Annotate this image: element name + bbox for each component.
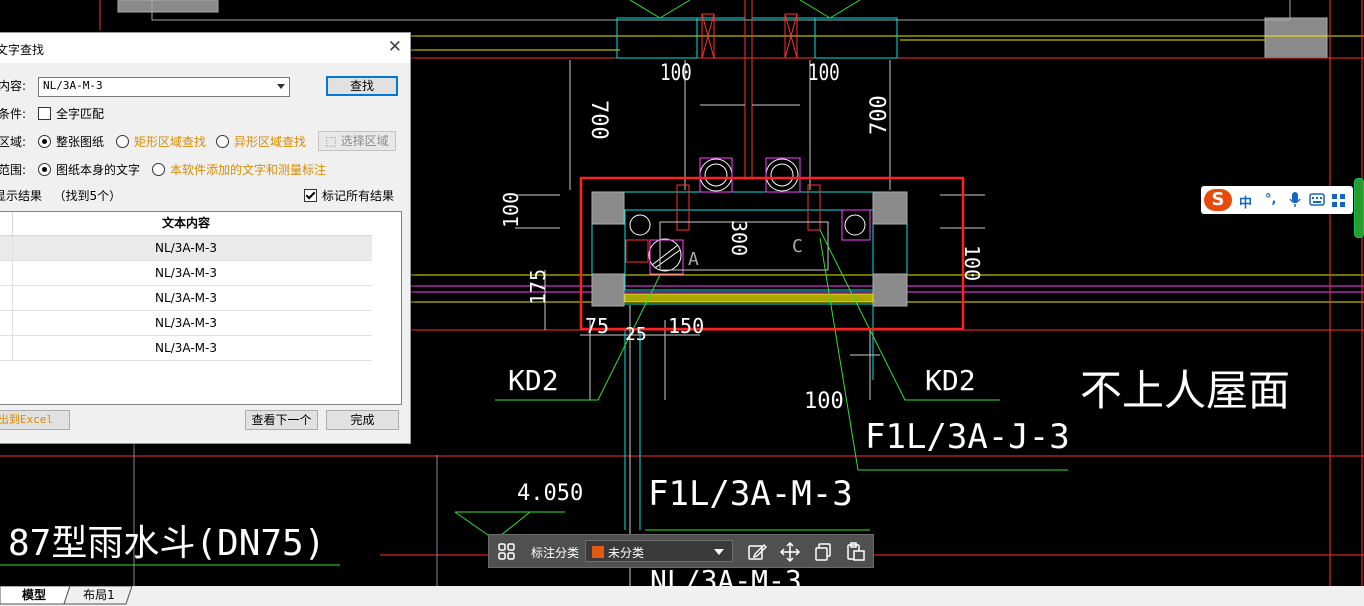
drain-label: 87型雨水斗(DN75): [8, 523, 325, 564]
tab-layout1[interactable]: 布局1: [83, 588, 115, 602]
results-label-text: 显示结果: [0, 189, 43, 203]
select-area-label: 选择区域: [340, 134, 389, 148]
results-table[interactable]: 文本内容 NL/3A-M-3 NL/3A-M-3 NL/3A-M-3 NL/3A…: [0, 211, 402, 405]
table-row[interactable]: NL/3A-M-3: [0, 236, 372, 261]
dialog-title: 文字查找: [0, 43, 45, 57]
edit-icon[interactable]: [747, 542, 767, 562]
paste-icon[interactable]: [846, 542, 866, 562]
text-find-dialog: 文字查找 ✕ 内容: NL/3A-M-3 查找 条件: 全字匹配 区域: 整张图…: [0, 32, 411, 444]
select-area-button[interactable]: ⬚ 选择区域: [318, 131, 396, 151]
dim-text: 100: [499, 192, 523, 228]
radio-icon[interactable]: [116, 135, 129, 148]
table-row[interactable]: NL/3A-M-3: [0, 261, 372, 286]
annotation-toolbar: 标注分类 未分类: [488, 534, 874, 568]
table-row[interactable]: NL/3A-M-3: [0, 336, 372, 361]
copy-icon[interactable]: [813, 542, 833, 562]
tab-model[interactable]: 模型: [21, 588, 46, 602]
dim-text: 100: [960, 245, 984, 281]
checkbox-icon[interactable]: [38, 107, 51, 120]
table-row[interactable]: NL/3A-M-3: [0, 286, 372, 311]
tag-label: KD2: [508, 364, 559, 397]
scope-label: 范围:: [0, 163, 27, 177]
dim-text: 100: [808, 60, 840, 85]
mark-all-checkbox[interactable]: 标记所有结果: [304, 186, 394, 206]
drawing-text: 100 100 700 700 100 300 100 175 75 25 15…: [8, 60, 1290, 597]
radio-icon[interactable]: [216, 135, 229, 148]
chevron-down-icon[interactable]: [714, 549, 724, 555]
close-icon[interactable]: ✕: [387, 37, 402, 57]
dim-text: 175: [526, 269, 550, 305]
area-whole-label: 整张图纸: [56, 135, 105, 149]
ime-lang[interactable]: 中: [1239, 196, 1253, 211]
full-match-checkbox[interactable]: 全字匹配: [38, 104, 104, 124]
full-match-label: 全字匹配: [56, 107, 105, 121]
content-value: NL/3A-M-3: [43, 79, 103, 92]
scope-added-radio[interactable]: 本软件添加的文字和测量标注: [152, 160, 326, 180]
content-combobox[interactable]: NL/3A-M-3: [38, 77, 290, 97]
microphone-icon[interactable]: [1289, 192, 1301, 208]
dim-text: 700: [867, 95, 892, 135]
table-row[interactable]: NL/3A-M-3: [0, 311, 372, 336]
dim-text: 150: [668, 314, 704, 338]
grid-icon[interactable]: [497, 542, 517, 562]
category-value: 未分类: [608, 546, 645, 560]
area-label: 区域:: [0, 135, 27, 149]
area-rect-label: 矩形区域查找: [134, 135, 207, 149]
export-excel-button[interactable]: 导出到Excel: [0, 410, 70, 430]
pipe-label: F1L/3A-J-3: [865, 417, 1070, 457]
category-swatch: [592, 546, 604, 558]
table-header: 文本内容: [0, 212, 372, 236]
side-scroll-indicator[interactable]: [1354, 178, 1364, 238]
results-count: （找到5个）: [53, 189, 122, 203]
ime-punct[interactable]: °,: [1265, 192, 1277, 207]
radio-icon[interactable]: [38, 135, 51, 148]
section-label: C: [792, 236, 803, 257]
sogou-logo-icon[interactable]: S: [1204, 189, 1232, 211]
area-irregular-label: 异形区域查找: [234, 135, 307, 149]
category-select[interactable]: 未分类: [585, 540, 733, 562]
dialog-titlebar[interactable]: 文字查找 ✕: [0, 33, 410, 63]
results-label: 显示结果 （找到5个）: [0, 186, 121, 206]
content-label: 内容:: [0, 79, 27, 93]
roof-label: 不上人屋面: [1080, 366, 1290, 415]
tag-label: KD2: [925, 364, 976, 397]
dim-text: 100: [804, 389, 844, 414]
find-button[interactable]: 查找: [326, 76, 398, 96]
category-label: 标注分类: [531, 546, 580, 560]
dim-text: 25: [625, 324, 647, 345]
dim-text: 300: [727, 220, 751, 256]
checkbox-icon[interactable]: [304, 189, 317, 202]
condition-label: 条件:: [0, 107, 27, 121]
radio-icon[interactable]: [152, 163, 165, 176]
mark-all-label: 标记所有结果: [322, 189, 395, 203]
dim-text: 100: [660, 60, 692, 85]
keyboard-icon[interactable]: [1309, 193, 1325, 206]
next-button[interactable]: 查看下一个: [245, 410, 318, 430]
dim-text: 75: [585, 314, 609, 338]
scope-drawing-radio[interactable]: 图纸本身的文字: [38, 160, 140, 180]
done-button[interactable]: 完成: [326, 410, 399, 430]
elevation-label: 4.050: [517, 481, 583, 506]
layout-tabs: 模型 布局1: [0, 586, 1364, 606]
select-area-icon: ⬚: [325, 134, 337, 148]
move-icon[interactable]: [780, 542, 800, 562]
grid-menu-icon[interactable]: [1331, 193, 1346, 208]
scope-drawing-label: 图纸本身的文字: [56, 163, 141, 177]
dim-text: 700: [586, 100, 611, 140]
section-label: A: [688, 249, 699, 270]
area-rect-radio[interactable]: 矩形区域查找: [116, 132, 206, 152]
ime-toolbar[interactable]: S 中 °,: [1201, 186, 1353, 214]
area-whole-radio[interactable]: 整张图纸: [38, 132, 104, 152]
tab-shapes: [0, 586, 133, 605]
chevron-down-icon[interactable]: [277, 84, 285, 89]
area-irregular-radio[interactable]: 异形区域查找: [216, 132, 306, 152]
pipe-label: F1L/3A-M-3: [648, 474, 853, 514]
radio-icon[interactable]: [38, 163, 51, 176]
scope-added-label: 本软件添加的文字和测量标注: [170, 163, 327, 177]
